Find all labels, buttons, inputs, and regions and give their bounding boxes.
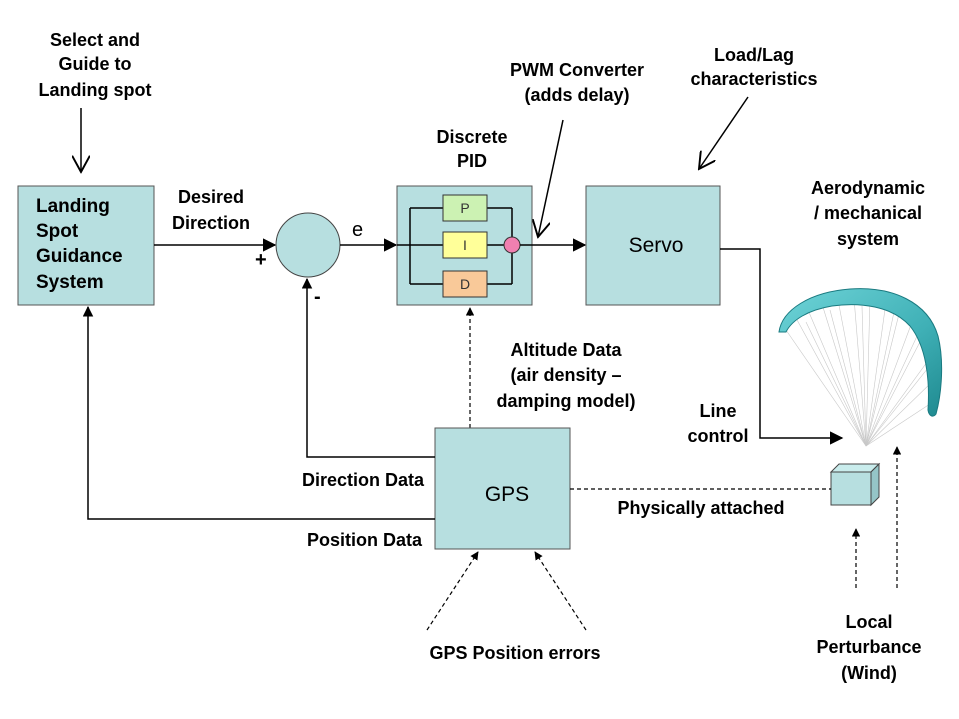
line-control-line-1: Line — [699, 401, 736, 421]
select-guide-label: Select and Guide to Landing spot — [39, 30, 152, 100]
guidance-line-4: System — [36, 272, 104, 293]
position-feedback-wire — [82, 305, 435, 520]
pid-sum-node — [503, 236, 521, 254]
gps-error-arrow-right — [534, 551, 587, 631]
pid-d-box — [442, 270, 488, 298]
pwm-arrow — [538, 119, 564, 237]
perturbance-line-1: Local — [845, 612, 892, 632]
error-label: e — [352, 219, 363, 241]
summing-junction — [275, 212, 341, 278]
load-lag-arrow — [699, 96, 749, 169]
perturbance-label: Local Perturbance (Wind) — [816, 612, 921, 683]
sensor-cube — [829, 462, 881, 507]
pwm-line-2: (adds delay) — [524, 85, 629, 105]
altitude-line-3: damping model) — [497, 391, 636, 411]
select-guide-line-1: Select and — [50, 30, 140, 50]
line-control-label: Line control — [688, 401, 749, 446]
pid-p-label: P — [460, 200, 469, 216]
servo-label: Servo — [629, 234, 684, 257]
gps-errors-label: GPS Position errors — [429, 643, 600, 663]
guidance-line-2: Spot — [36, 221, 79, 242]
aero-line-1: Aerodynamic — [811, 178, 925, 198]
select-guide-line-3: Landing spot — [39, 80, 152, 100]
pid-block: P I D — [396, 185, 533, 306]
gps-block: GPS — [434, 427, 571, 550]
aero-label: Aerodynamic / mechanical system — [811, 178, 925, 249]
guidance-block: Landing Spot Guidance System — [17, 185, 155, 306]
altitude-label: Altitude Data (air density – damping mod… — [497, 340, 636, 411]
line-control-wire — [720, 248, 844, 445]
direction-data-label: Direction Data — [302, 470, 425, 490]
pid-p-box — [442, 194, 488, 222]
perturbance-line-3: (Wind) — [841, 663, 897, 683]
pid-d-label: D — [460, 276, 470, 292]
desired-direction-line-2: Direction — [172, 213, 250, 233]
altitude-line-1: Altitude Data — [510, 340, 622, 360]
desired-direction-label: Desired Direction — [172, 187, 250, 233]
load-lag-line-2: characteristics — [690, 69, 817, 89]
gps-label: GPS — [485, 483, 529, 506]
discrete-pid-line-2: PID — [457, 151, 487, 171]
guidance-line-1: Landing — [36, 196, 110, 217]
load-lag-label: Load/Lag characteristics — [690, 45, 817, 89]
discrete-pid-label: Discrete PID — [436, 127, 507, 171]
direction-feedback-wire — [301, 277, 435, 458]
desired-direction-line-1: Desired — [178, 187, 244, 207]
position-data-label: Position Data — [307, 530, 423, 550]
altitude-line-2: (air density – — [510, 365, 621, 385]
pwm-line-1: PWM Converter — [510, 60, 644, 80]
aero-line-2: / mechanical — [814, 203, 922, 223]
pwm-label: PWM Converter (adds delay) — [510, 60, 644, 105]
discrete-pid-line-1: Discrete — [436, 127, 507, 147]
line-control-line-2: control — [688, 426, 749, 446]
physically-attached-label: Physically attached — [617, 498, 784, 518]
guidance-line-3: Guidance — [36, 246, 123, 267]
pid-i-label: I — [463, 237, 467, 253]
load-lag-line-1: Load/Lag — [714, 45, 794, 65]
select-guide-line-2: Guide to — [59, 54, 132, 74]
pid-i-box — [442, 231, 488, 259]
perturbance-line-2: Perturbance — [816, 637, 921, 657]
minus-sign: - — [314, 286, 321, 308]
gps-error-arrow-left — [426, 551, 479, 631]
servo-block: Servo — [585, 185, 721, 306]
plus-sign: + — [255, 249, 267, 271]
aero-line-3: system — [837, 229, 899, 249]
paraglider-canopy — [778, 288, 943, 447]
